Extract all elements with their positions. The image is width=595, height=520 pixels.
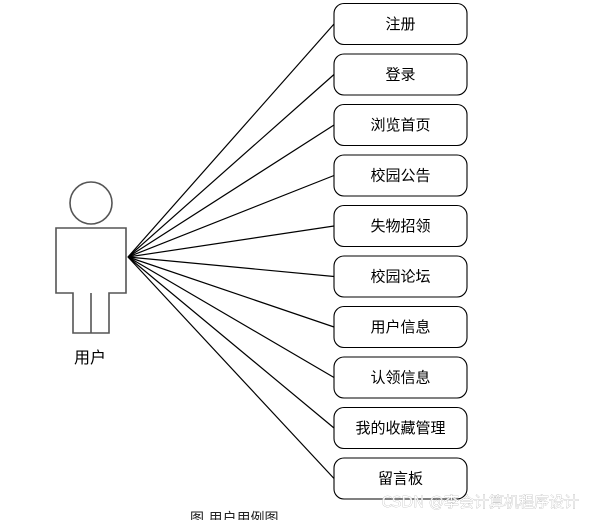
use-case: 用户信息 [333,305,468,349]
use-case-label: 校园论坛 [370,268,430,286]
use-case-box [333,406,468,450]
use-case-box [333,305,468,349]
association-line [127,124,335,258]
use-case-label: 浏览首页 [370,116,430,134]
actor-user: 用户 [55,181,127,367]
use-case: 我的收藏管理 [333,406,468,450]
use-case: 失物招领 [333,204,468,248]
association-line [127,256,335,429]
use-case-label: 我的收藏管理 [355,419,445,437]
use-case-box [333,103,468,147]
use-case-box [333,53,468,96]
use-case-label: 用户信息 [370,318,430,336]
use-case: 校园论坛 [333,255,468,298]
use-case-label: 登录 [385,66,415,84]
use-case-box [333,154,468,197]
association-line [127,74,335,258]
use-case-label: 认领信息 [370,369,430,387]
use-case-label: 校园公告 [370,167,430,185]
association-line [127,256,335,379]
use-case-box [333,255,468,298]
use-case-label: 注册 [385,15,415,33]
use-case: 浏览首页 [333,103,468,147]
use-case-box [333,2,468,46]
association-line [127,174,335,258]
use-case-box [333,204,468,248]
use-case-box [333,356,468,399]
association-lines [127,23,335,479]
use-case: 留言板 [333,457,468,500]
person-icon [55,181,127,334]
use-case-label: 失物招领 [370,217,430,235]
association-line [127,256,335,479]
use-case-label: 留言板 [378,470,423,488]
association-line [127,256,335,278]
association-line [127,225,335,258]
use-case-box [333,457,468,500]
csdn-watermark: CSDN @李会计算机程序设计 [381,493,579,511]
actor-label: 用户 [74,348,106,367]
use-case: 注册 [333,2,468,46]
use-case: 登录 [333,53,468,96]
use-case: 认领信息 [333,356,468,399]
association-line [127,256,335,328]
diagram-caption: 图 用户用例图 [190,510,278,520]
use-case: 校园公告 [333,154,468,197]
association-line [127,23,335,258]
